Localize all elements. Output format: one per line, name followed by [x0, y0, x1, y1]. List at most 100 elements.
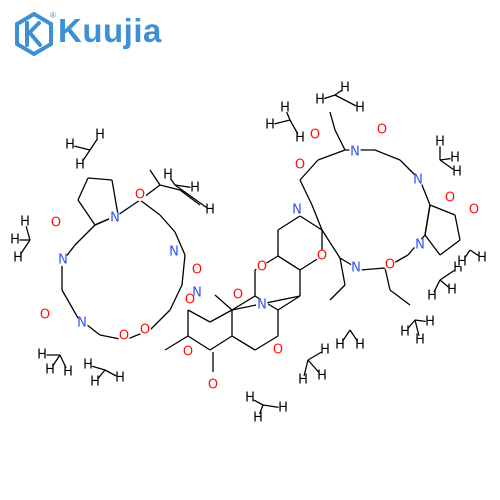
hydrogen-atom: H [65, 138, 75, 153]
nitrogen-atom: N [58, 253, 68, 268]
hydrogen-atom-bg [298, 375, 308, 385]
nitrogen-atom-bg [291, 204, 303, 216]
bond [299, 215, 323, 231]
bond [311, 204, 323, 231]
oxygen-atom-bg [191, 264, 203, 276]
bond [334, 129, 346, 151]
hydrogen-atom-bg [335, 340, 345, 350]
nitrogen-atom-bg [76, 317, 88, 329]
nitrogen-atom: N [192, 286, 202, 301]
registered-mark: ® [50, 11, 56, 20]
oxygen-atom-bg [316, 250, 328, 262]
nitrogen-atom: N [169, 245, 179, 260]
bond [61, 289, 79, 319]
bond [181, 254, 186, 286]
oxygen-atom: O [140, 323, 150, 338]
oxygen-atom-bg [294, 159, 306, 171]
hydrogen-atom: H [477, 251, 487, 266]
hydrogen-atom: H [45, 363, 55, 378]
hydrogen-atom: H [320, 343, 330, 358]
bond [77, 177, 89, 201]
oxygen-atom: O [317, 249, 327, 264]
hydrogen-atom-bg [280, 103, 290, 113]
oxygen-atom: O [445, 191, 455, 206]
hydrogen-atom-bg [355, 340, 365, 350]
bond [187, 309, 211, 323]
hydrogen-atom: H [415, 333, 425, 348]
hydrogen-atom-bg [63, 367, 73, 377]
hydrogen-atom-bg [90, 377, 100, 387]
bond [277, 215, 301, 231]
hydrogen-atom-bg [435, 137, 445, 147]
oxygen-atom-bg [182, 346, 194, 358]
nitrogen-atom-bg [412, 174, 424, 186]
hydrogen-atom-bg [415, 335, 425, 345]
hydrogen-atom: H [83, 358, 93, 373]
nitrogen-atom: N [350, 145, 360, 160]
hydrogen-atom-bg [45, 365, 55, 375]
hydrogen-atom-bg [20, 217, 30, 227]
bond [169, 284, 183, 311]
bond [424, 234, 441, 256]
hydrogen-atom: H [447, 283, 457, 298]
hydrogen-atom: H [115, 371, 125, 386]
oxygen-atom: O [185, 293, 195, 308]
bond [299, 179, 313, 206]
hydrogen-atom: H [278, 401, 288, 416]
hydrogen-atom-bg [317, 371, 327, 381]
nitrogen-atom-bg [414, 239, 426, 251]
oxygen-atom-bg [118, 330, 130, 342]
bond [164, 335, 189, 351]
kuujia-logo-icon [15, 12, 53, 56]
oxygen-atom-bg [272, 344, 284, 356]
nitrogen-atom-bg [168, 246, 180, 258]
bond [439, 239, 461, 256]
oxygen-atom: O [273, 343, 283, 358]
hydrogen-atom-bg [265, 120, 275, 130]
bond [149, 309, 171, 331]
hydrogen-atom: H [280, 101, 290, 116]
hydrogen-atom-bg [400, 327, 410, 337]
hydrogen-atom: H [95, 128, 105, 143]
hydrogen-atom: H [298, 373, 308, 388]
hydrogen-atom-bg [13, 253, 23, 263]
bond [139, 199, 161, 216]
hydrogen-atom: H [37, 348, 47, 363]
hydrogen-atom-bg [340, 83, 350, 93]
hydrogen-atom-bg [457, 257, 467, 267]
bond [74, 224, 96, 246]
hydrogen-atom-bg [37, 350, 47, 360]
bond [389, 289, 411, 306]
bond [334, 94, 361, 109]
oxygen-atom: O [135, 188, 145, 203]
hydrogen-atom: H [427, 289, 437, 304]
bond [254, 335, 279, 351]
nitrogen-atom: N [77, 316, 87, 331]
oxygen-atom-bg [256, 261, 268, 273]
hydrogen-atom: H [205, 203, 215, 218]
nitrogen-atom: N [413, 173, 423, 188]
hydrogen-atom-bg [320, 345, 330, 355]
oxygen-atom-bg [134, 189, 146, 201]
bond [429, 204, 456, 216]
hydrogen-atom: H [355, 101, 365, 116]
bond [77, 199, 96, 226]
hydrogen-atom-bg [450, 153, 460, 163]
oxygen-atom: O [469, 203, 479, 218]
bond [209, 309, 233, 323]
bond [329, 111, 336, 131]
bond [277, 295, 301, 311]
hydrogen-atom: H [13, 251, 23, 266]
bond [384, 267, 391, 291]
hydrogen-atom-bg [253, 413, 263, 423]
oxygen-atom: O [192, 263, 202, 278]
bond [209, 335, 233, 351]
oxygen-atom-bg [207, 379, 219, 391]
bond [159, 214, 176, 233]
oxygen-atom-bg [50, 217, 62, 229]
hydrogen-atom-bg [115, 373, 125, 383]
hydrogen-atom-bg [452, 167, 462, 177]
hydrogen-atom-bg [477, 253, 487, 263]
oxygen-atom: O [51, 216, 61, 231]
